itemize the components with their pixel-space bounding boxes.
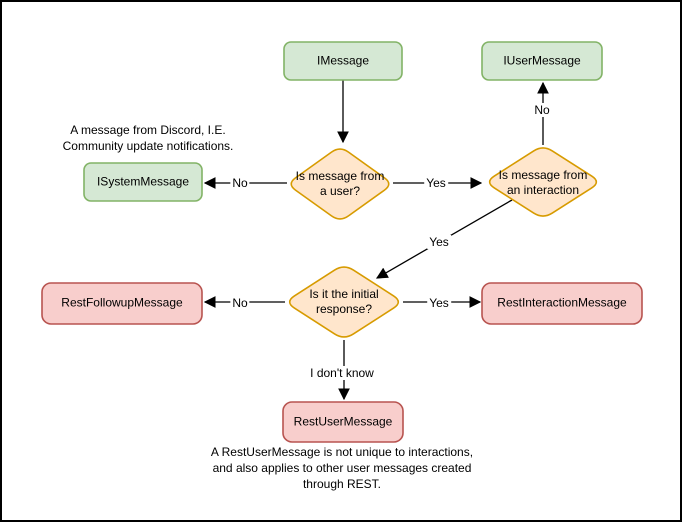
node-imessage-label: IMessage xyxy=(316,53,370,68)
decision-is-from-user-label: Is message from a user? xyxy=(295,169,385,198)
edge-label-initial-yes: Yes xyxy=(427,296,451,310)
note-rest-user-message: A RestUserMessage is not unique to inter… xyxy=(210,445,474,491)
node-restfollowupmessage xyxy=(41,282,203,325)
node-restusermessage xyxy=(282,401,404,443)
node-iusermessage-label: IUserMessage xyxy=(503,53,581,68)
edge-label-initial-unknown: I don't know xyxy=(308,366,376,380)
node-iusermessage xyxy=(481,41,603,81)
edge-label-interaction-yes: Yes xyxy=(427,235,451,249)
node-restinteractionmessage xyxy=(481,282,643,325)
decision-is-initial-response-label: Is it the initial response? xyxy=(309,287,379,316)
edge-label-user-no: No xyxy=(230,176,250,190)
node-restinteractionmessage-label: RestInteractionMessage xyxy=(497,295,627,310)
edge-label-initial-no: No xyxy=(230,296,250,310)
decision-is-from-interaction xyxy=(488,147,598,217)
node-isystemmessage xyxy=(83,162,203,202)
note-system-message: A message from Discord, I.E. Community u… xyxy=(62,123,234,153)
decision-is-initial-response xyxy=(288,266,400,338)
edge-label-user-yes: Yes xyxy=(424,176,448,190)
edge-label-interaction-no: No xyxy=(532,103,552,117)
decision-is-from-user xyxy=(290,148,390,220)
decision-is-from-interaction-label: Is message from an interaction xyxy=(498,168,588,197)
node-imessage xyxy=(283,41,403,81)
node-isystemmessage-label: ISystemMessage xyxy=(96,174,190,189)
node-restfollowupmessage-label: RestFollowupMessage xyxy=(61,295,183,310)
node-restusermessage-label: RestUserMessage xyxy=(293,414,393,429)
